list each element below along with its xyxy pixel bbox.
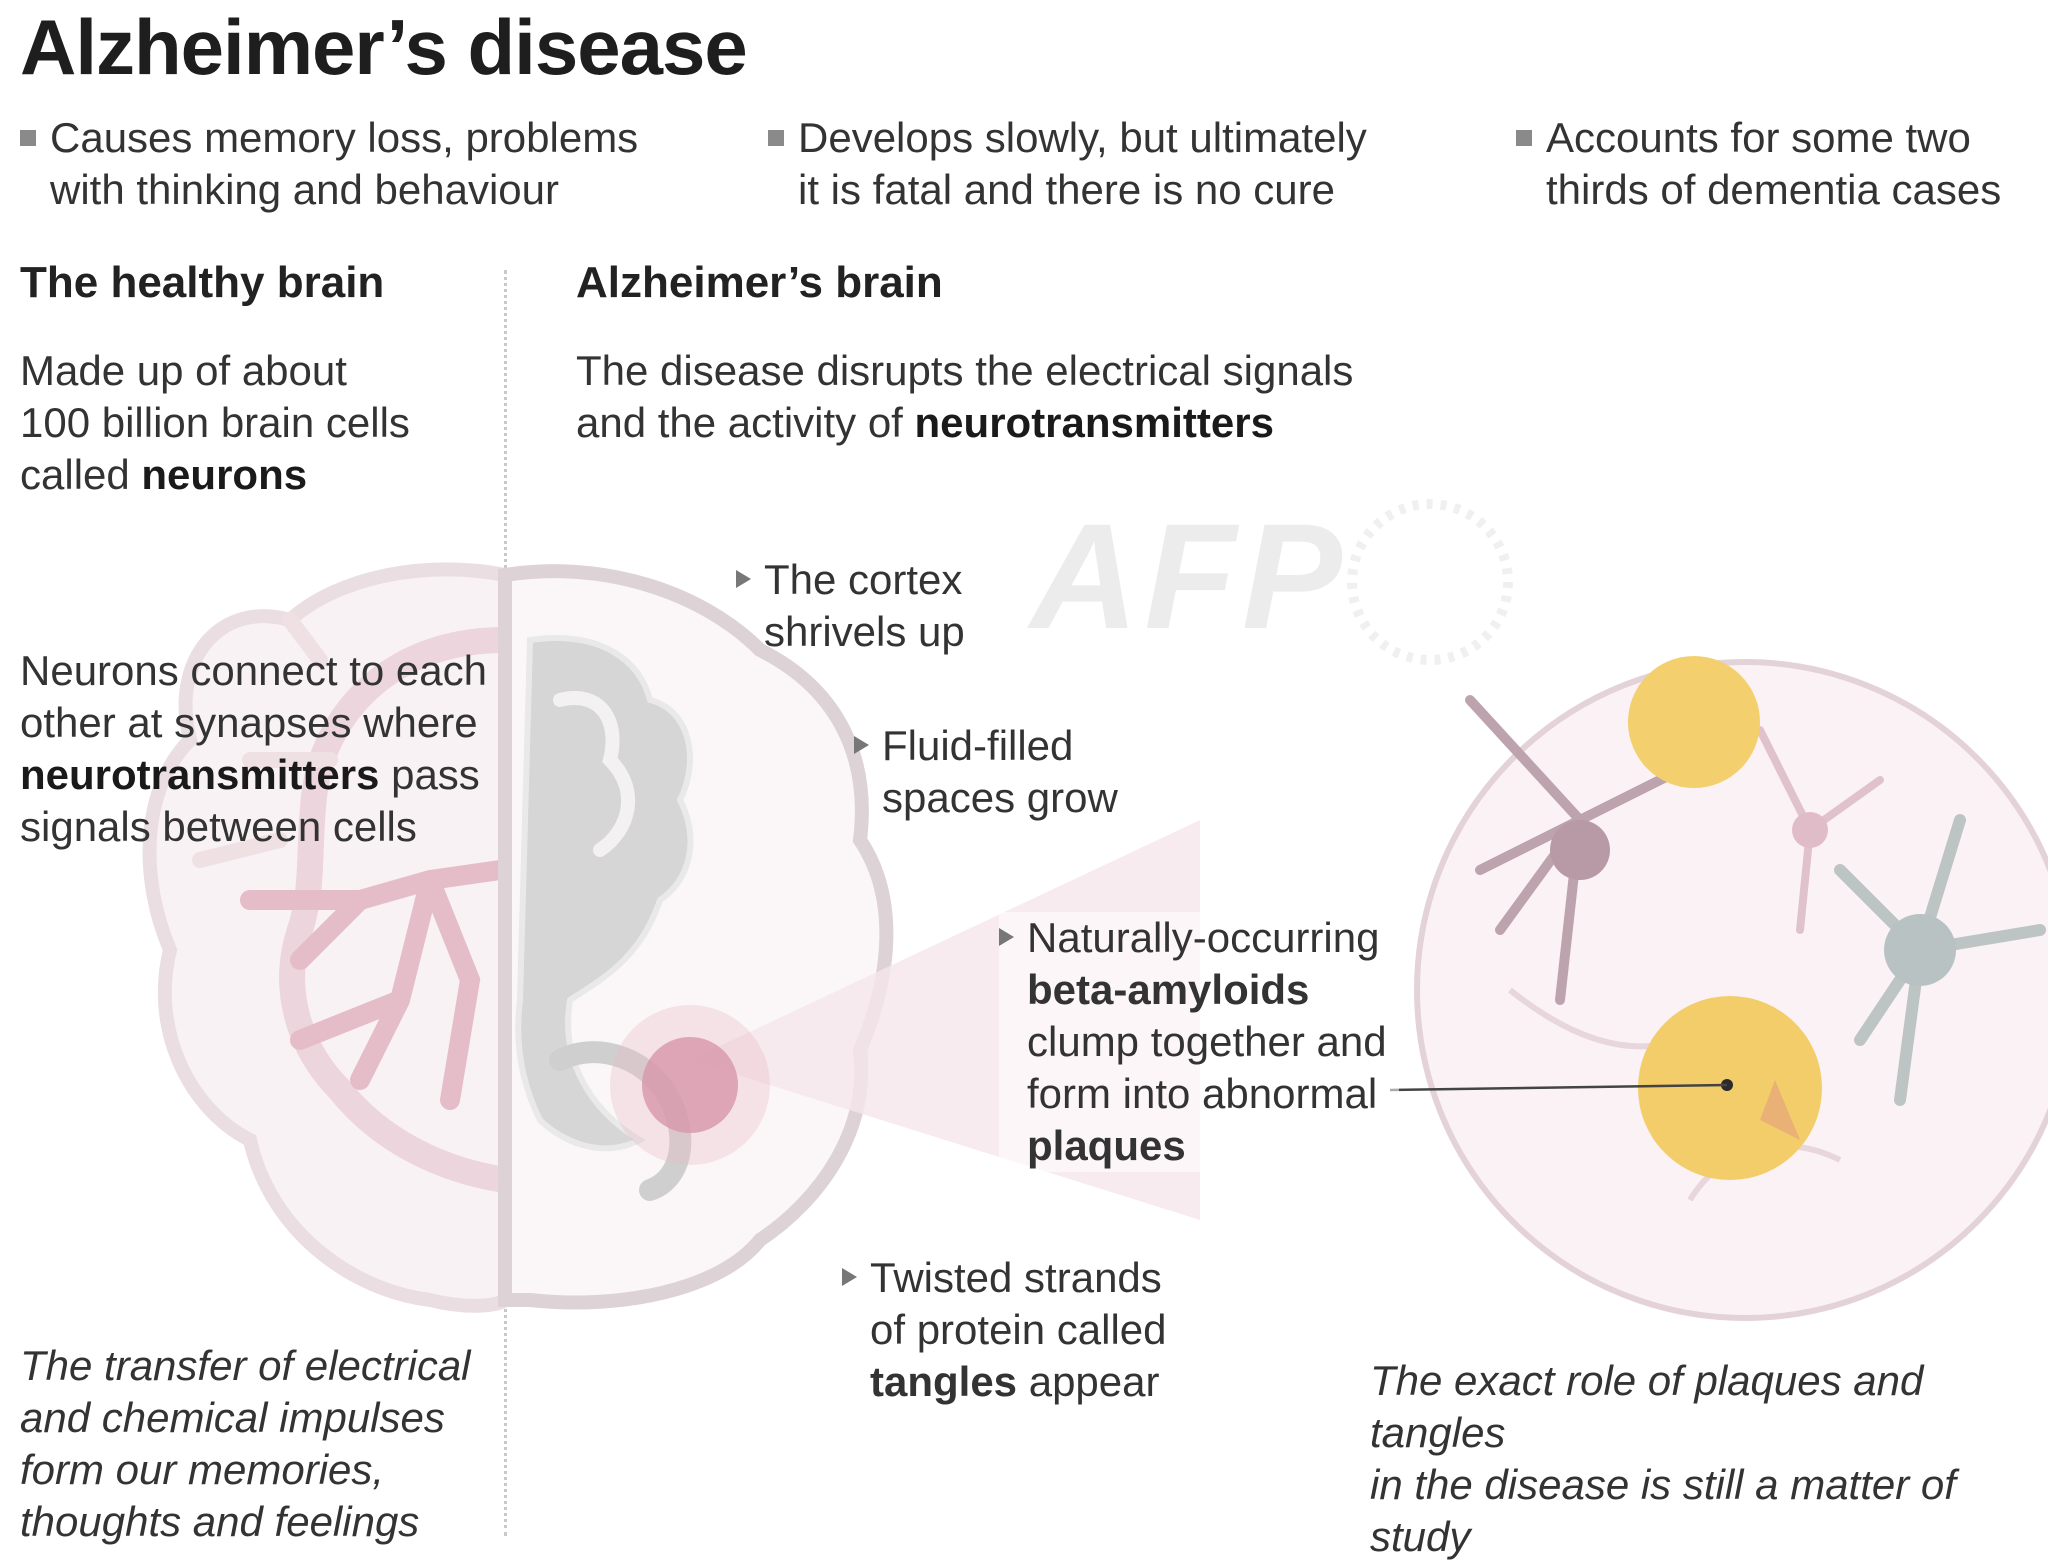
plaque-leader-line	[1389, 1083, 1728, 1092]
impulse-note: The transfer of electrical and chemical …	[20, 1340, 500, 1548]
neurons-term: neurons	[141, 451, 308, 498]
fact-line: with thinking and behaviour	[50, 166, 560, 213]
bullet-square-icon	[20, 130, 36, 146]
synapse-line: Neurons connect to each	[20, 647, 487, 694]
healthy-brain-intro: Made up of about 100 billion brain cells…	[20, 345, 490, 501]
neurotransmitters-term: neurotransmitters	[914, 399, 1274, 446]
healthy-brain-half	[142, 562, 518, 1313]
tangle-line: tangles appear	[842, 1356, 1202, 1408]
plaques-term: plaques	[1027, 1122, 1186, 1169]
healthy-brain-heading: The healthy brain	[20, 258, 385, 307]
neurotransmitters-term: neurotransmitters	[20, 751, 380, 798]
healthy-intro-line: 100 billion brain cells	[20, 399, 410, 446]
alz-intro-text: and the activity of	[576, 399, 915, 446]
beta-line: Naturally-occurring	[1027, 914, 1380, 961]
fluid-spaces-label: Fluid-filled spaces grow	[854, 720, 1174, 824]
alz-intro-line: and the activity of neurotransmitters	[576, 397, 1476, 449]
tangles-label: Twisted strands of protein called tangle…	[842, 1252, 1202, 1408]
fact-line: it is fatal and there is no cure	[798, 166, 1335, 213]
beta-line: clump together and	[1027, 1018, 1387, 1065]
tangle-text: appear	[1017, 1358, 1160, 1405]
synapse-line: neurotransmitters pass	[20, 749, 500, 801]
impulse-note-line: form our memories,	[20, 1446, 385, 1493]
fact-item-memory: Causes memory loss, problems with thinki…	[20, 112, 660, 216]
fact-line: Causes memory loss, problems	[50, 114, 639, 161]
tangles-term: tangles	[870, 1358, 1018, 1405]
fact-line: Accounts for some two	[1546, 114, 1971, 161]
study-note: The exact role of plaques and tangles in…	[1370, 1355, 2040, 1563]
impulse-note-line: The transfer of electrical	[20, 1342, 471, 1389]
healthy-intro-text: called	[20, 451, 142, 498]
synapse-description: Neurons connect to each other at synapse…	[20, 645, 500, 853]
bullet-square-icon	[768, 130, 784, 146]
impulse-note-line: thoughts and feelings	[20, 1498, 420, 1545]
afp-watermark: AFP	[1030, 492, 1348, 660]
bullet-square-icon	[1516, 130, 1532, 146]
tangle-line: Twisted strands	[870, 1254, 1162, 1301]
cortex-line: The cortex	[764, 556, 963, 603]
pointer-triangle-icon	[736, 570, 751, 588]
healthy-intro-line: Made up of about	[20, 347, 347, 394]
pointer-triangle-icon	[854, 736, 869, 754]
fact-item-fatal: Develops slowly, but ultimately it is fa…	[768, 112, 1408, 216]
alzheimers-brain-intro: The disease disrupts the electrical sign…	[576, 345, 1476, 449]
page-title: Alzheimer’s disease	[20, 3, 748, 91]
tangle-line: of protein called	[870, 1306, 1167, 1353]
healthy-intro-line: called neurons	[20, 449, 490, 501]
alz-intro-line: The disease disrupts the electrical sign…	[576, 347, 1354, 394]
pointer-triangle-icon	[842, 1268, 857, 1286]
beta-line: form into abnormal	[1027, 1070, 1378, 1117]
fluid-line: Fluid-filled	[882, 722, 1074, 769]
alzheimers-brain-heading: Alzheimer’s brain	[576, 258, 943, 307]
pointer-triangle-icon	[999, 928, 1014, 946]
beta-amyloids-term: beta-amyloids	[1027, 966, 1310, 1013]
study-note-line: The exact role of plaques and tangles	[1370, 1357, 1924, 1456]
study-note-line: in the disease is still a matter of stud…	[1370, 1461, 1956, 1560]
synapse-line: signals between cells	[20, 803, 417, 850]
beta-amyloid-label: Naturally-occurring beta-amyloids clump …	[999, 912, 1399, 1172]
impulse-note-line: and chemical impulses	[20, 1394, 445, 1441]
fact-line: thirds of dementia cases	[1546, 166, 2002, 213]
magnified-neurons	[1414, 656, 2048, 1321]
synapse-line: other at synapses where	[20, 699, 478, 746]
fluid-line: spaces grow	[882, 774, 1118, 821]
cortex-label: The cortex shrivels up	[736, 554, 1036, 658]
fact-item-dementia: Accounts for some two thirds of dementia…	[1516, 112, 2036, 216]
fact-line: Develops slowly, but ultimately	[798, 114, 1367, 161]
cortex-line: shrivels up	[764, 608, 965, 655]
synapse-text: pass	[379, 751, 480, 798]
